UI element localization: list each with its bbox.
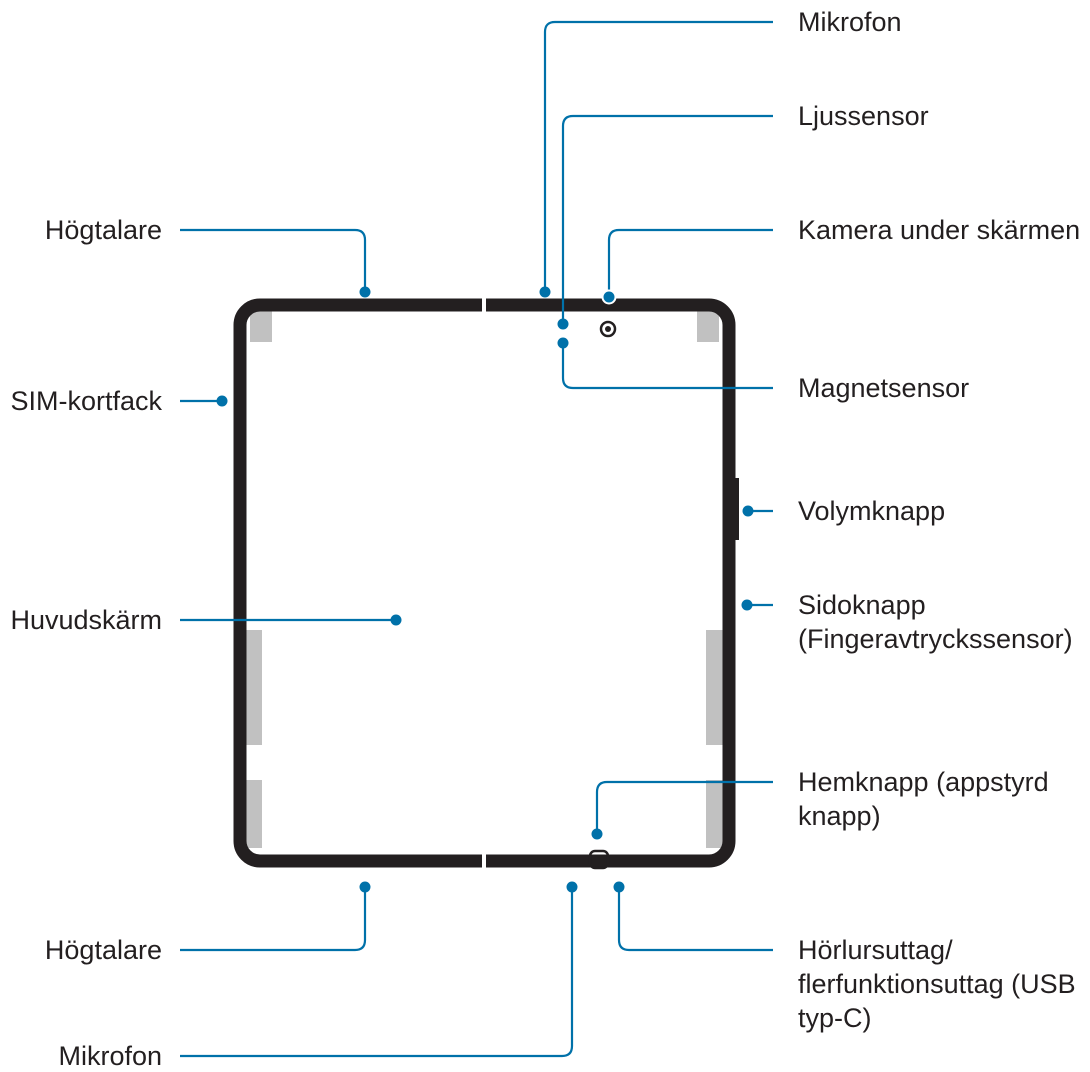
dot-mic-top — [539, 286, 551, 298]
label-main-screen: Huvudskärm — [10, 605, 162, 635]
dot-main-screen — [390, 614, 402, 626]
label-camera: Kamera under skärmen — [798, 215, 1080, 245]
dot-earphone-jack — [613, 881, 625, 893]
dot-volume-key — [742, 505, 754, 517]
leader-camera — [607, 228, 773, 296]
label-light-sensor: Ljussensor — [798, 101, 929, 131]
antenna-pad-top-right — [697, 306, 719, 342]
leader-speaker-top — [180, 228, 367, 292]
label-earphone-jack: Hörlursuttag/ — [798, 935, 953, 965]
label-speaker-top: Högtalare — [45, 215, 162, 245]
label-earphone-jack-3: typ-C) — [798, 1003, 872, 1033]
label-mic-top: Mikrofon — [798, 7, 902, 37]
label-magnet-sensor: Magnetsensor — [798, 373, 969, 403]
leader-home-button — [595, 780, 773, 834]
under-display-camera — [599, 320, 617, 338]
device-outline — [233, 297, 739, 869]
label-home-button-sub: knapp) — [798, 801, 881, 831]
dot-light-sensor — [557, 318, 569, 330]
leader-mic-bottom — [180, 887, 574, 1058]
leader-earphone-jack — [617, 887, 773, 952]
dot-speaker-top — [359, 286, 371, 298]
home-button-icon — [588, 849, 610, 870]
dot-side-key — [741, 599, 753, 611]
leader-lines — [180, 20, 773, 1058]
dot-camera — [601, 289, 617, 305]
volume-key — [735, 478, 739, 540]
dot-sim-tray — [216, 395, 228, 407]
leader-light-sensor — [561, 114, 773, 324]
dot-mic-bottom — [566, 881, 578, 893]
label-sim-tray: SIM-kortfack — [10, 386, 162, 416]
label-home-button: Hemknapp (appstyrd — [798, 767, 1049, 797]
leader-mic-top — [543, 20, 773, 292]
label-side-key: Sidoknapp — [798, 590, 926, 620]
antenna-pad-top-left — [250, 306, 272, 342]
label-earphone-jack-2: flerfunktionsuttag (USB — [798, 969, 1076, 999]
leader-magnet-sensor — [561, 344, 773, 390]
dot-speaker-bottom — [359, 881, 371, 893]
label-side-key-sub: (Fingeravtryckssensor) — [798, 624, 1073, 654]
leader-speaker-bottom — [180, 887, 367, 952]
label-volume-key: Volymknapp — [798, 496, 945, 526]
label-mic-bottom: Mikrofon — [58, 1041, 162, 1071]
callout-labels: Mikrofon Ljussensor Högtalare Kamera und… — [10, 7, 1080, 1071]
dot-home-button — [591, 828, 603, 840]
label-speaker-bottom: Högtalare — [45, 935, 162, 965]
dot-magnet-sensor — [557, 337, 569, 349]
callout-dots — [216, 286, 754, 893]
